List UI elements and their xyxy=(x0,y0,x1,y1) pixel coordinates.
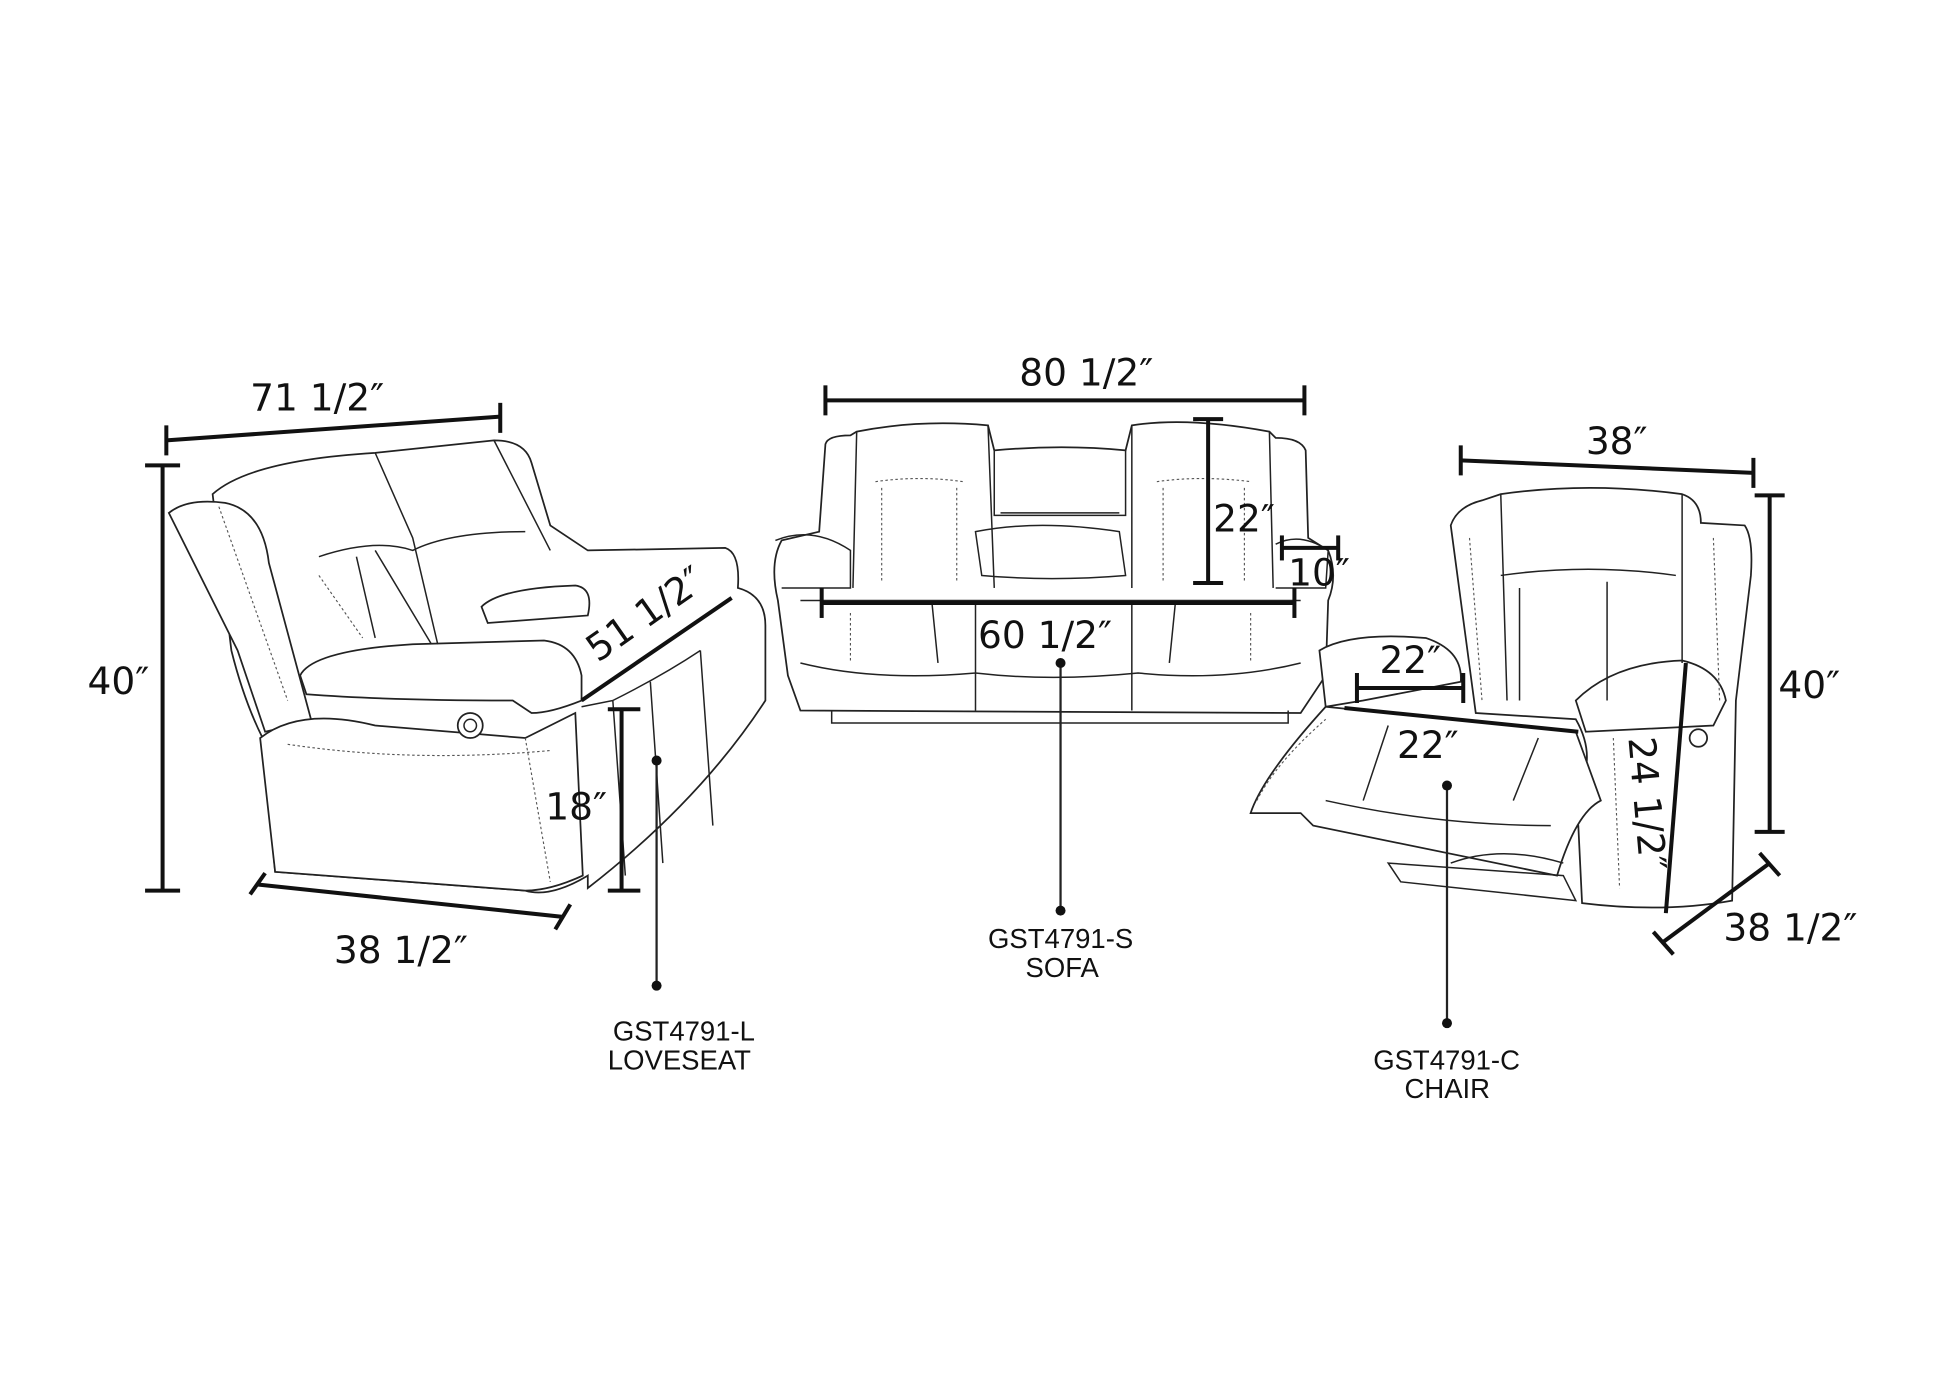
sofa-model: GST4791-S xyxy=(988,923,1133,954)
loveseat-model: GST4791-L xyxy=(613,1016,755,1047)
power-button-icon xyxy=(456,712,484,739)
chair-model: GST4791-C xyxy=(1373,1044,1520,1075)
chair-power-button-icon xyxy=(1688,728,1709,748)
chair-seat-depth-label: 22″ xyxy=(1379,638,1441,682)
loveseat-seat-height-label: 18″ xyxy=(545,784,607,828)
sofa-seat-width-label: 60 1/2″ xyxy=(978,613,1112,657)
loveseat-name: LOVESEAT xyxy=(608,1044,751,1075)
chair-height-label: 40″ xyxy=(1778,663,1840,707)
loveseat-depth-label: 38 1/2″ xyxy=(334,928,468,972)
sofa-back-height-label: 22″ xyxy=(1213,497,1275,541)
loveseat-height-label: 40″ xyxy=(88,659,150,703)
chair-seat-width-label: 22″ xyxy=(1397,723,1459,767)
chair-depth-label: 38 1/2″ xyxy=(1723,906,1857,950)
sofa-width-label: 80 1/2″ xyxy=(1019,350,1153,394)
sofa-dimensions: 80 1/2″ 22″ 10″ 60 1/2″ GST4791-S SOFA xyxy=(819,350,1350,983)
sofa-drawing xyxy=(773,421,1335,724)
chair-dimensions: 38″ 40″ 38 1/2″ 22″ 22″ 24 1/2″ GST4791-… xyxy=(1344,419,1857,1104)
loveseat-drawing xyxy=(167,439,767,894)
loveseat-width-label: 71 1/2″ xyxy=(250,375,384,419)
sofa-arm-width-label: 10″ xyxy=(1288,550,1350,594)
chair-width-label: 38″ xyxy=(1586,419,1648,463)
chair-name: CHAIR xyxy=(1404,1073,1490,1104)
sofa-name: SOFA xyxy=(1026,952,1100,983)
